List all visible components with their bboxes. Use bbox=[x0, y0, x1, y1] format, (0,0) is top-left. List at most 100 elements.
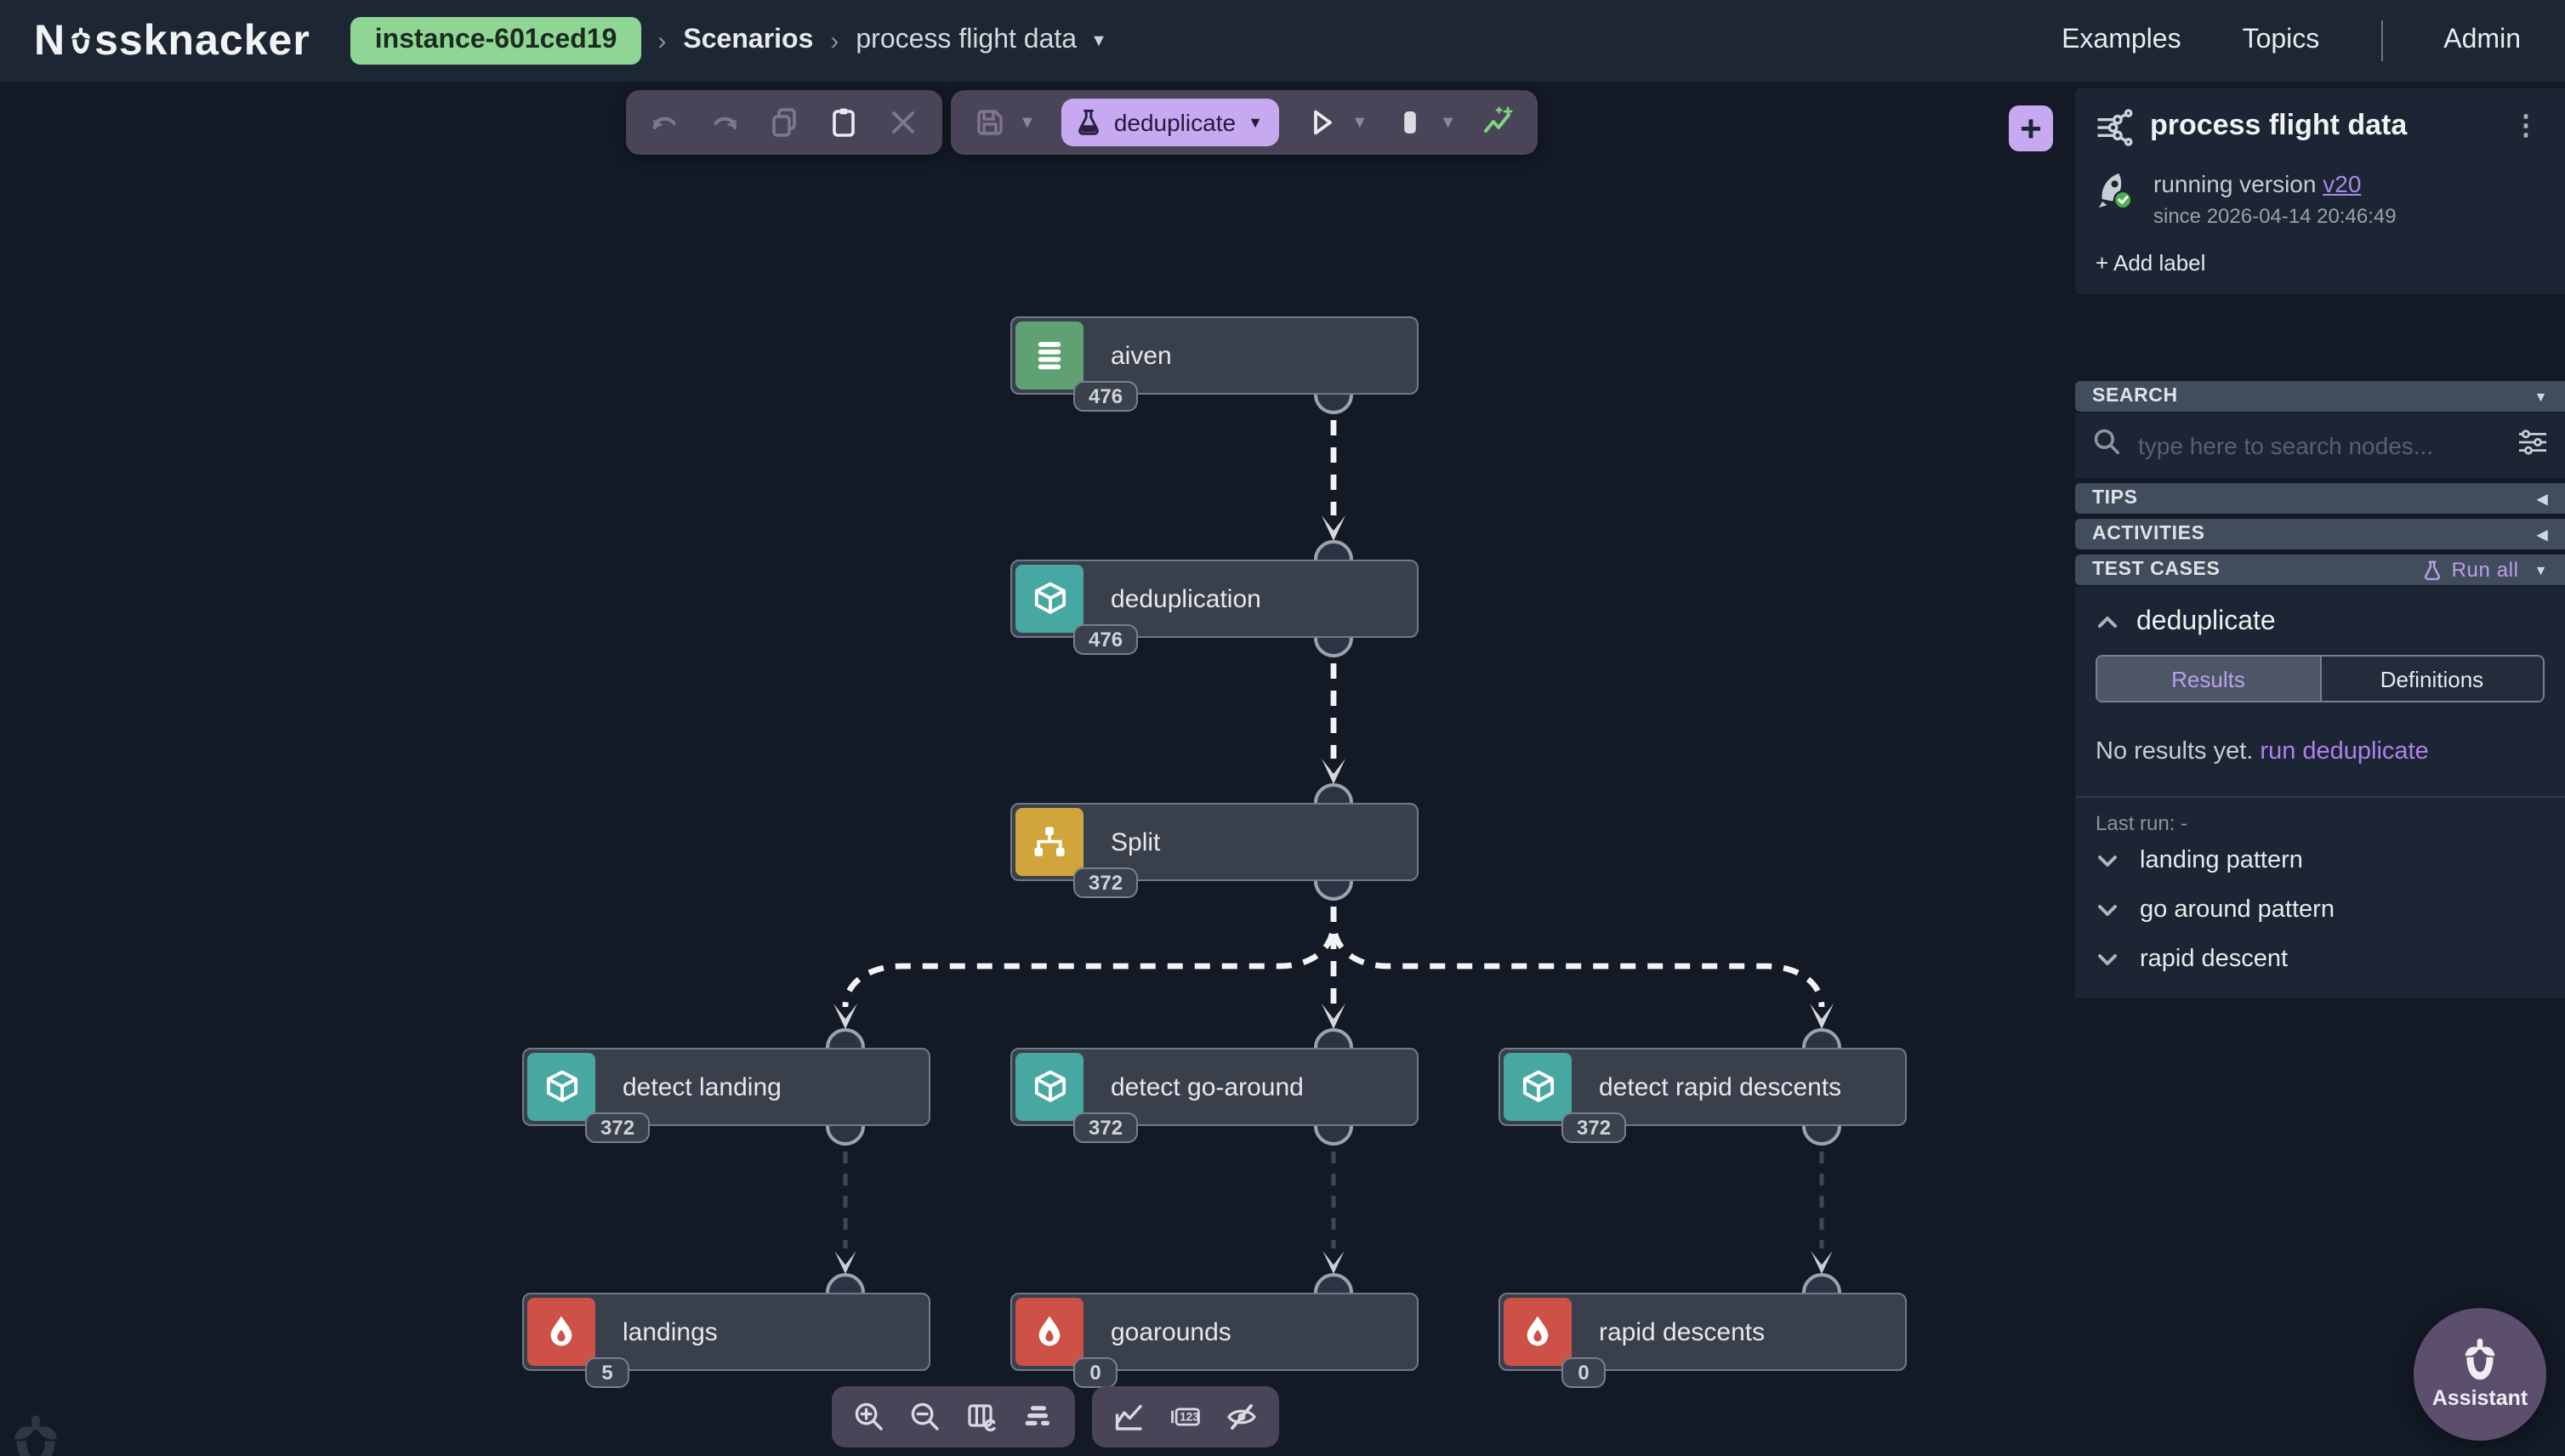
run-deduplicate-link[interactable]: run deduplicate bbox=[2260, 738, 2429, 765]
test-case-tabs: Results Definitions bbox=[2096, 655, 2545, 702]
edge-split-to-detect_landing bbox=[842, 907, 1337, 1008]
redo-icon[interactable] bbox=[708, 105, 742, 139]
search-panel-title: SEARCH bbox=[2092, 386, 2178, 407]
sink-node-icon bbox=[1015, 1298, 1083, 1366]
save-dropdown-caret[interactable]: ▼ bbox=[1019, 113, 1036, 132]
run-icon[interactable] bbox=[1305, 105, 1339, 139]
search-collapse-caret: ▼ bbox=[2534, 389, 2548, 404]
sink-node-icon bbox=[527, 1298, 595, 1366]
node-label: Split bbox=[1111, 828, 1161, 856]
node-count-badge: 372 bbox=[1073, 867, 1139, 898]
activities-panel-header[interactable]: ACTIVITIES ◀ bbox=[2075, 519, 2565, 549]
running-version-text: running version v20 bbox=[2153, 170, 2362, 197]
add-node-button[interactable]: + bbox=[2009, 105, 2053, 151]
nav-divider bbox=[2380, 20, 2383, 61]
chevron-down-icon bbox=[2098, 904, 2117, 915]
node-split[interactable]: Split 372 bbox=[1010, 803, 1419, 898]
nav-link-examples[interactable]: Examples bbox=[2062, 26, 2181, 54]
chevron-down-icon bbox=[2098, 953, 2117, 964]
stop-icon[interactable] bbox=[1394, 105, 1428, 139]
nut-icon bbox=[2465, 1339, 2495, 1380]
svg-text:123: 123 bbox=[1180, 1411, 1199, 1424]
graph-toolbar: ▼ deduplicate ▼ ▼ ▼ bbox=[626, 90, 1538, 155]
scenario-menu-kebab-icon[interactable]: ⋮ bbox=[2512, 112, 2539, 141]
nav-link-admin[interactable]: Admin bbox=[2443, 26, 2521, 54]
nussknacker-logo[interactable]: N ssknacker bbox=[34, 16, 310, 65]
breadcrumb-current-scenario[interactable]: process flight data bbox=[856, 26, 1078, 54]
search-filter-icon[interactable] bbox=[2517, 426, 2548, 465]
sink-node-icon bbox=[1504, 1298, 1572, 1366]
tips-panel-title: TIPS bbox=[2092, 488, 2138, 509]
node-count-badge: 372 bbox=[1561, 1112, 1627, 1143]
metrics-icon[interactable] bbox=[1482, 105, 1516, 139]
delete-icon[interactable] bbox=[886, 105, 920, 139]
test-cases-panel-header[interactable]: TEST CASES Run all ▼ bbox=[2075, 555, 2565, 585]
tips-panel-header[interactable]: TIPS ◀ bbox=[2075, 483, 2565, 514]
split-node-icon bbox=[1015, 808, 1083, 876]
undo-icon[interactable] bbox=[648, 105, 682, 139]
zoom-in-icon[interactable] bbox=[852, 1400, 886, 1434]
node-count-badge: 372 bbox=[585, 1112, 651, 1143]
reset-panels-icon[interactable] bbox=[964, 1400, 998, 1434]
scenario-details-panel: process flight data ⋮ running version v2… bbox=[2075, 88, 2565, 294]
run-all-button[interactable]: Run all bbox=[2451, 558, 2519, 582]
test-case-item-rapid-descent[interactable]: rapid descent bbox=[2096, 934, 2545, 983]
tab-results[interactable]: Results bbox=[2097, 657, 2319, 701]
process-selector-button[interactable]: deduplicate ▼ bbox=[1061, 99, 1280, 146]
auto-layout-icon[interactable] bbox=[1021, 1400, 1055, 1434]
activities-collapse-caret: ◀ bbox=[2537, 526, 2548, 542]
scenario-title: process flight data bbox=[2150, 109, 2408, 141]
node-count-badge: 0 bbox=[1073, 1357, 1118, 1388]
tips-collapse-caret: ◀ bbox=[2537, 491, 2548, 506]
breadcrumb-dropdown-caret[interactable]: ▼ bbox=[1090, 31, 1107, 50]
node-detect-landing[interactable]: detect landing 372 bbox=[522, 1048, 930, 1143]
canvas-bottom-toolbar: 123 bbox=[832, 1386, 1279, 1447]
search-input[interactable] bbox=[2135, 430, 2504, 461]
paste-icon[interactable] bbox=[827, 105, 861, 139]
counts-icon[interactable]: 123 bbox=[1169, 1400, 1203, 1434]
top-navbar: N ssknacker instance-601ced19 › Scenario… bbox=[0, 0, 2565, 82]
search-panel-header[interactable]: SEARCH ▼ bbox=[2075, 381, 2565, 412]
instance-badge: instance-601ced19 bbox=[350, 17, 641, 65]
add-label-button[interactable]: + Add label bbox=[2096, 250, 2206, 276]
test-cases-panel-body: deduplicate Results Definitions No resul… bbox=[2075, 587, 2565, 998]
node-count-badge: 0 bbox=[1561, 1357, 1606, 1388]
run-all-flask-icon bbox=[2425, 560, 2441, 580]
save-icon[interactable] bbox=[973, 105, 1007, 139]
version-link[interactable]: v20 bbox=[2323, 170, 2362, 197]
chevron-down-icon bbox=[2098, 855, 2117, 866]
node-label: detect landing bbox=[623, 1072, 782, 1101]
search-icon bbox=[2092, 427, 2121, 464]
run-dropdown-caret[interactable]: ▼ bbox=[1351, 113, 1368, 132]
stop-dropdown-caret[interactable]: ▼ bbox=[1439, 113, 1457, 132]
test-case-item-go-around-pattern[interactable]: go around pattern bbox=[2096, 884, 2545, 934]
assistant-button[interactable]: Assistant bbox=[2414, 1308, 2546, 1441]
nut-icon bbox=[67, 20, 93, 69]
test-case-item-landing-pattern[interactable]: landing pattern bbox=[2096, 835, 2545, 884]
edit-toolbar-group bbox=[626, 90, 942, 155]
edge-arrowhead bbox=[1811, 1251, 1833, 1274]
edge-arrowhead bbox=[1322, 1004, 1345, 1029]
breadcrumb-scenarios[interactable]: Scenarios bbox=[683, 26, 814, 54]
logo-text-suffix: ssknacker bbox=[94, 16, 310, 64]
copy-icon[interactable] bbox=[767, 105, 801, 139]
test-case-group-deduplicate[interactable]: deduplicate bbox=[2096, 607, 2545, 638]
edge-arrowhead bbox=[1322, 1251, 1345, 1274]
nav-link-topics[interactable]: Topics bbox=[2242, 26, 2320, 54]
zoom-out-icon[interactable] bbox=[908, 1400, 942, 1434]
node-count-badge: 372 bbox=[1073, 1112, 1139, 1143]
process-selector-label: deduplicate bbox=[1113, 109, 1237, 136]
test-cases-collapse-caret: ▼ bbox=[2534, 562, 2548, 577]
hide-details-icon[interactable] bbox=[1225, 1400, 1259, 1434]
scenario-icon bbox=[2096, 109, 2133, 155]
tab-definitions[interactable]: Definitions bbox=[2319, 657, 2543, 701]
search-panel-body bbox=[2075, 413, 2565, 478]
chart-icon[interactable] bbox=[1112, 1400, 1146, 1434]
